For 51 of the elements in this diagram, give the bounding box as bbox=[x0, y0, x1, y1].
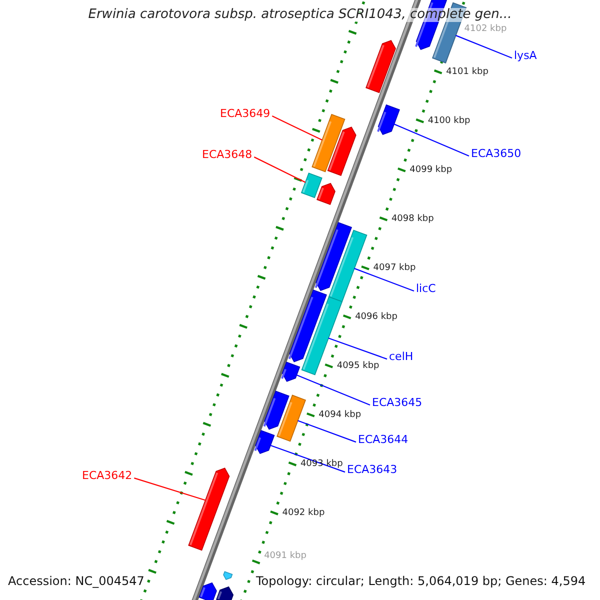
leader-line bbox=[254, 156, 306, 183]
gene-label: ECA3643 bbox=[347, 464, 398, 476]
summary-text: Topology: circular; Length: 5,064,019 bp; Genes: 4,594 bbox=[256, 575, 586, 588]
tick-label: 4094 kbp bbox=[318, 410, 362, 421]
tick-label: 4100 kbp bbox=[428, 116, 470, 127]
gene-bar bbox=[327, 126, 356, 176]
tick-label: 4099 kbp bbox=[410, 166, 452, 176]
gene-bar bbox=[276, 394, 306, 442]
tick-label: 4095 kbp bbox=[336, 362, 380, 372]
gene-label: celH bbox=[389, 351, 414, 364]
gene-label: ECA3648 bbox=[202, 149, 252, 162]
gene-bar bbox=[316, 182, 336, 206]
gene-label: ECA3650 bbox=[471, 148, 522, 160]
gene-label: ECA3649 bbox=[220, 108, 270, 120]
gene-bar bbox=[312, 114, 346, 172]
leader-line bbox=[134, 478, 206, 501]
leader-line bbox=[456, 34, 512, 59]
gene-bar bbox=[328, 230, 368, 302]
leader-line bbox=[270, 444, 346, 473]
gene-bar bbox=[223, 571, 233, 580]
tick-label: 4093 kbp bbox=[300, 460, 343, 470]
gene-bar bbox=[366, 40, 396, 94]
leader-line bbox=[354, 268, 414, 292]
gene-bar bbox=[263, 390, 290, 430]
gene-bar bbox=[300, 172, 322, 198]
gene-bar bbox=[254, 430, 275, 454]
tick-label: 4102 kbp bbox=[464, 24, 507, 35]
tick-label: 4091 kbp bbox=[264, 552, 306, 562]
leader-line bbox=[328, 338, 388, 360]
accession-text: Accession: NC_004547 bbox=[8, 575, 144, 588]
gene-bar bbox=[216, 586, 234, 600]
tick-label: 4101 kbp bbox=[446, 68, 488, 78]
gene-label: ECA3645 bbox=[372, 397, 422, 410]
leader-line bbox=[298, 420, 356, 443]
gene-bar bbox=[281, 362, 300, 382]
gene-label: ECA3642 bbox=[82, 470, 132, 482]
gene-bar bbox=[198, 582, 217, 600]
gene-label: ECA3644 bbox=[358, 434, 408, 446]
leader-line bbox=[272, 116, 322, 141]
gene-bar bbox=[188, 468, 230, 551]
gene-bar bbox=[288, 289, 327, 362]
leader-line bbox=[394, 124, 470, 157]
gene-bar bbox=[314, 222, 352, 292]
gene-bar bbox=[377, 104, 400, 135]
tick-label: 4096 kbp bbox=[355, 312, 398, 323]
gene-label: lysA bbox=[514, 50, 537, 62]
tick-label: 4097 kbp bbox=[373, 264, 416, 274]
gene-label: licC bbox=[416, 283, 436, 296]
leader-line bbox=[296, 374, 370, 406]
tick-label: 4098 kbp bbox=[391, 214, 434, 225]
tick-label: 4092 kbp bbox=[282, 508, 325, 519]
